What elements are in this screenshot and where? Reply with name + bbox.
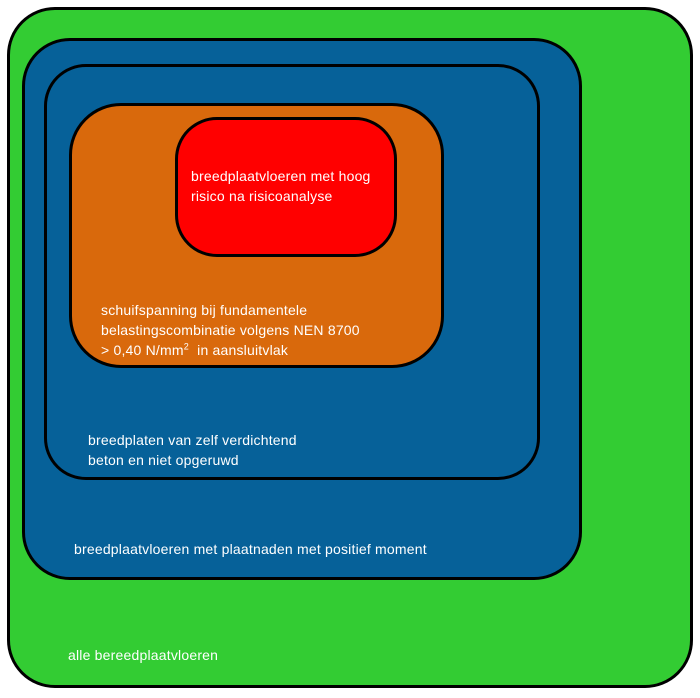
- label-self-compacting-line2: beton en niet opgeruwd: [88, 452, 239, 468]
- label-positive-moment: breedplaatvloeren met plaatnaden met pos…: [74, 541, 427, 557]
- label-high-risk-line2: risico na risicoanalyse: [191, 188, 333, 204]
- label-self-compacting: breedplaten van zelf verdichtend beton e…: [88, 430, 297, 470]
- label-shear-stress-line3: > 0,40 N/mm2 in aansluitvlak: [101, 340, 360, 360]
- label-high-risk-line1: breedplaatvloeren met hoog: [191, 168, 371, 184]
- label-shear-stress: schuifspanning bij fundamentele belastin…: [101, 300, 360, 360]
- label-shear-stress-line1: schuifspanning bij fundamentele: [101, 302, 308, 318]
- shear-location: in aansluitvlak: [188, 342, 289, 358]
- shear-value: > 0,40 N/mm: [101, 342, 184, 358]
- label-self-compacting-line1: breedplaten van zelf verdichtend: [88, 432, 297, 448]
- shear-unit-exponent: 2: [183, 341, 189, 352]
- set-high-risk-floors: [175, 117, 397, 257]
- label-all-floors: alle bereedplaatvloeren: [68, 647, 219, 663]
- label-high-risk: breedplaatvloeren met hoog risico na ris…: [191, 166, 371, 206]
- label-shear-stress-line2: belastingscombinatie volgens NEN 8700: [101, 322, 360, 338]
